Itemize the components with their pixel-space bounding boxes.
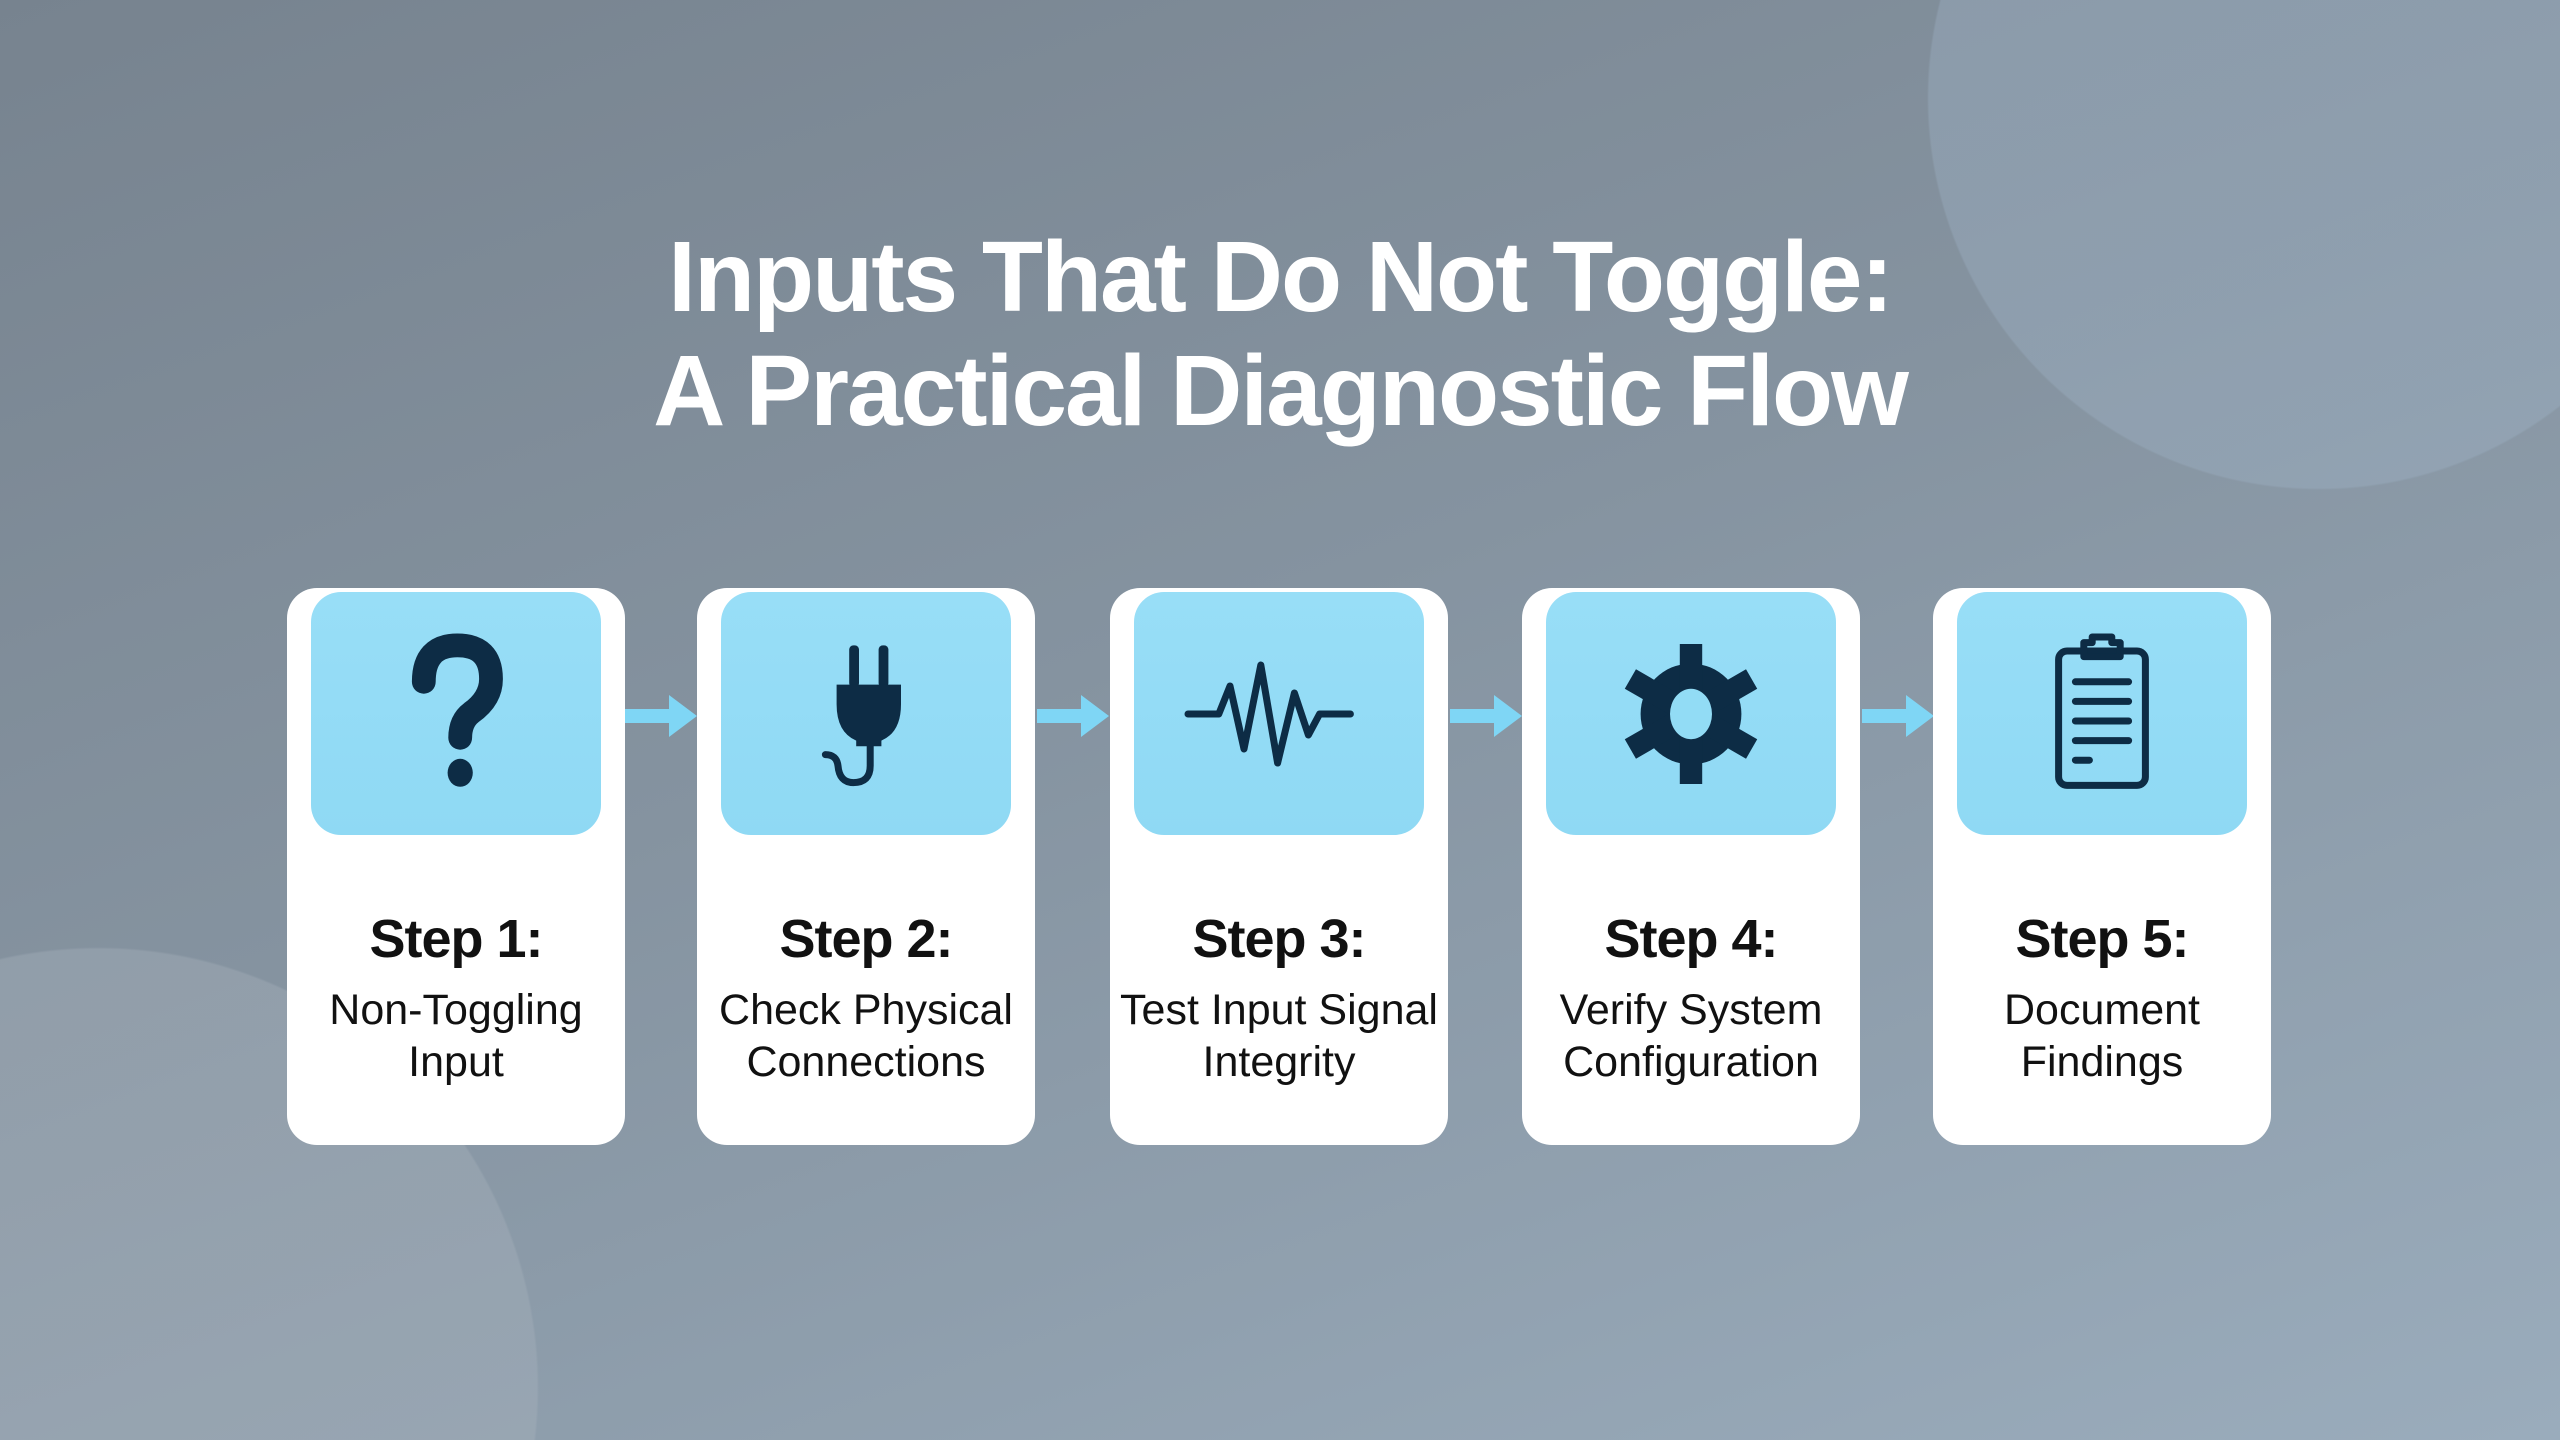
icon-box — [721, 592, 1011, 835]
step-label: Step 5: — [2015, 909, 2189, 969]
desc-line: Non-Toggling — [329, 986, 583, 1034]
step-label: Step 3: — [1192, 909, 1366, 969]
desc-line: Integrity — [1202, 1038, 1356, 1086]
arrow-icon — [1862, 695, 1934, 737]
title-line-1: Inputs That Do Not Toggle: — [668, 221, 1894, 333]
step-label: Step 4: — [1604, 909, 1778, 969]
icon-box — [311, 592, 601, 835]
page-title: Inputs That Do Not Toggle: A Practical D… — [0, 220, 2560, 448]
gear-icon — [1624, 643, 1758, 784]
desc-line: Test Input Signal — [1120, 986, 1438, 1034]
clipboard-icon — [2055, 633, 2149, 789]
desc-line: Configuration — [1563, 1038, 1819, 1086]
desc-line: Check Physical — [719, 986, 1013, 1034]
icon-box — [1957, 592, 2247, 835]
arrow-icon — [1037, 695, 1109, 737]
desc-line: Findings — [2020, 1038, 2184, 1086]
arrow-icon — [1450, 695, 1522, 737]
desc-line: Document — [2004, 986, 2200, 1034]
plug-icon — [821, 644, 901, 786]
desc-line: Verify System — [1559, 986, 1823, 1034]
title-line-2: A Practical Diagnostic Flow — [653, 335, 1909, 447]
decorative-circle-top-right — [1927, 0, 2560, 490]
step-label: Step 2: — [779, 909, 953, 969]
icon-box — [1546, 592, 1836, 835]
waveform-icon — [1184, 661, 1354, 766]
question-mark-icon — [411, 632, 503, 787]
arrow-icon — [625, 695, 697, 737]
step-label: Step 1: — [369, 909, 543, 969]
icon-box — [1134, 592, 1424, 835]
desc-line: Connections — [746, 1038, 986, 1086]
desc-line: Input — [408, 1038, 504, 1086]
